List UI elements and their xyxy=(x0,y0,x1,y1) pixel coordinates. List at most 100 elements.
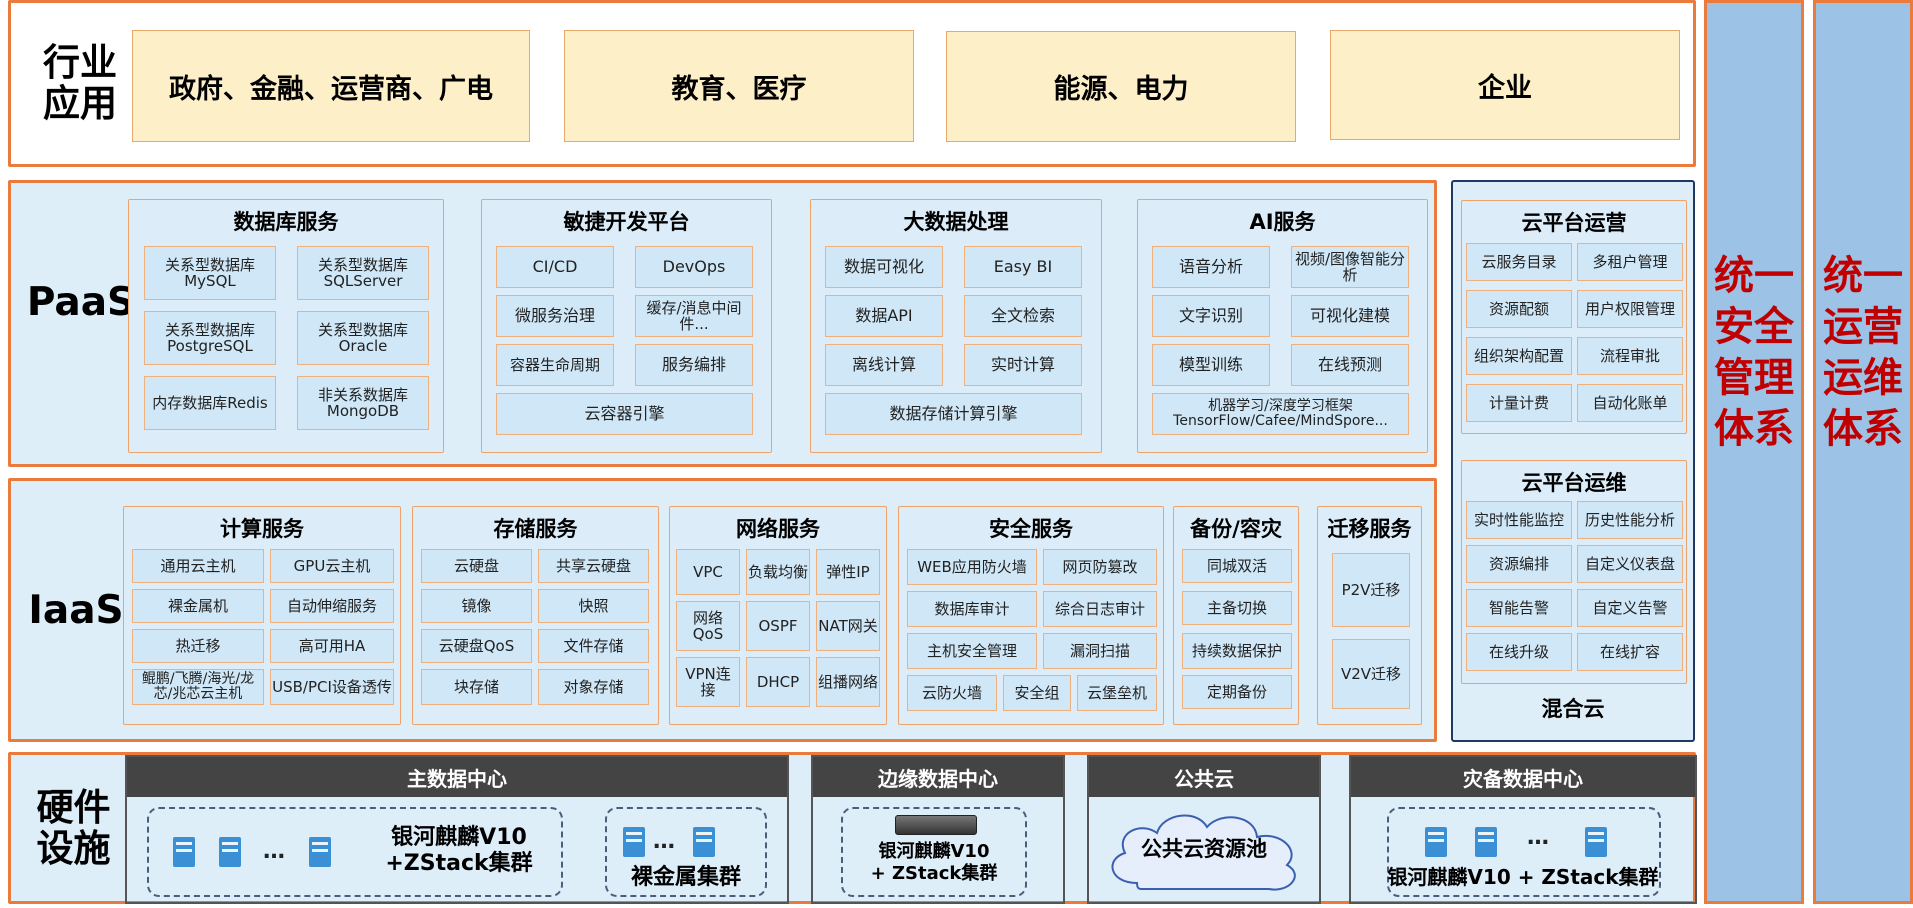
ops-multi-tenant: 多租户管理 xyxy=(1577,243,1683,281)
db-sqlserver: 关系型数据库SQLServer xyxy=(297,246,429,300)
security-system-text: 统一安全管理体系 xyxy=(1714,253,1794,452)
bigdata-api: 数据API xyxy=(825,295,943,337)
ai-training: 模型训练 xyxy=(1152,344,1270,386)
migration-v2v: V2V迁移 xyxy=(1332,639,1410,709)
ai-online-predict: 在线预测 xyxy=(1291,344,1409,386)
network-vpn: VPN连接 xyxy=(676,657,740,707)
bare-metal-cluster-text: 裸金属集群 xyxy=(630,865,741,890)
compute-domestic-cpu-vm: 鲲鹏/飞腾/海光/龙芯/兆芯云主机 xyxy=(132,669,264,705)
network-dhcp: DHCP xyxy=(746,657,810,707)
network-qos: 网络QoS xyxy=(676,601,740,651)
storage-cloud-disk: 云硬盘 xyxy=(421,549,532,583)
security-waf: WEB应用防火墙 xyxy=(907,549,1037,585)
server-icon xyxy=(1425,827,1447,857)
paas-label: PaaS xyxy=(26,280,136,326)
public-cloud-panel: 公共云 公共云资源池 xyxy=(1087,755,1321,904)
agile-platform-title: 敏捷开发平台 xyxy=(563,210,690,234)
storage-service-title: 存储服务 xyxy=(493,517,578,541)
compute-usb-pci: USB/PCI设备透传 xyxy=(270,669,394,705)
compute-general-vm: 通用云主机 xyxy=(132,549,264,583)
security-system-column: 统一安全管理体系 xyxy=(1704,0,1804,904)
ellipsis: … xyxy=(653,829,675,854)
industry-education-medical: 教育、医疗 xyxy=(564,30,914,142)
ai-service-group: AI服务 语音分析 视频/图像智能分析 文字识别 可视化建模 模型训练 在线预测… xyxy=(1137,199,1428,453)
hardware-label: 硬件 设施 xyxy=(36,785,111,870)
compute-service-group: 计算服务 通用云主机 GPU云主机 裸金属机 自动伸缩服务 热迁移 高可用HA … xyxy=(123,506,401,725)
cloud-ops-group: 云平台运营 云服务目录 多租户管理 资源配额 用户权限管理 组织架构配置 流程审… xyxy=(1461,200,1687,434)
security-service-group: 安全服务 WEB应用防火墙 网页防篡改 数据库审计 综合日志审计 主机安全管理 … xyxy=(898,506,1164,725)
agile-cicd: CI/CD xyxy=(496,246,614,288)
storage-block: 块存储 xyxy=(421,669,532,705)
edge-dc-cluster-text: 银河麒麟V10 + ZStack集群 xyxy=(870,841,998,884)
security-db-audit: 数据库审计 xyxy=(907,591,1037,627)
cloud-maint-group: 云平台运维 实时性能监控 历史性能分析 资源编排 自定义仪表盘 智能告警 自定义… xyxy=(1461,460,1687,684)
bigdata-storage-engine: 数据存储计算引擎 xyxy=(825,393,1082,435)
migration-service-group: 迁移服务 P2V迁移 V2V迁移 xyxy=(1317,506,1422,725)
backup-scheduled: 定期备份 xyxy=(1182,675,1292,709)
agile-orchestration: 服务编排 xyxy=(635,344,753,386)
industry-band: 行业 应用 政府、金融、运营商、广电 教育、医疗 能源、电力 企业 xyxy=(8,0,1696,167)
cloud-icon xyxy=(1111,814,1296,891)
maint-orchestration: 资源编排 xyxy=(1466,545,1572,583)
ai-video-image: 视频/图像智能分析 xyxy=(1291,246,1409,288)
security-vuln-scan: 漏洞扫描 xyxy=(1043,633,1157,669)
storage-object: 对象存储 xyxy=(538,669,649,705)
security-bastion: 云堡垒机 xyxy=(1077,675,1157,711)
main-dc-cluster-text: 银河麒麟V10 +ZStack集群 xyxy=(385,825,533,877)
edge-dc-cluster: 银河麒麟V10 + ZStack集群 xyxy=(841,807,1027,897)
network-service-group: 网络服务 VPC 负载均衡 弹性IP 网络QoS OSPF NAT网关 VPN连… xyxy=(669,506,887,725)
hybrid-cloud-panel: 云平台运营 云服务目录 多租户管理 资源配额 用户权限管理 组织架构配置 流程审… xyxy=(1451,180,1695,742)
ai-service-title: AI服务 xyxy=(1249,210,1316,234)
public-cloud-pool-text: 公共云资源池 xyxy=(1141,837,1267,861)
security-log-audit: 综合日志审计 xyxy=(1043,591,1157,627)
main-dc-title: 主数据中心 xyxy=(127,757,787,797)
dr-dc-title: 灾备数据中心 xyxy=(1351,757,1695,797)
db-postgresql: 关系型数据库PostgreSQL xyxy=(144,311,276,365)
ellipsis: … xyxy=(263,839,285,864)
server-icon xyxy=(1585,827,1607,857)
server-icon xyxy=(1475,827,1497,857)
storage-snapshot: 快照 xyxy=(538,589,649,623)
server-icon xyxy=(173,837,195,867)
db-redis: 内存数据库Redis xyxy=(144,376,276,430)
bigdata-group: 大数据处理 数据可视化 Easy BI 数据API 全文检索 离线计算 实时计算… xyxy=(810,199,1102,453)
agile-devops: DevOps xyxy=(635,246,753,288)
maint-custom-alert: 自定义告警 xyxy=(1577,589,1683,627)
maint-custom-dashboard: 自定义仪表盘 xyxy=(1577,545,1683,583)
ops-billing: 计量计费 xyxy=(1466,384,1572,422)
maint-realtime-monitor: 实时性能监控 xyxy=(1466,501,1572,539)
bare-metal-cluster: … 裸金属集群 xyxy=(605,807,767,897)
db-mongodb: 非关系数据库MongoDB xyxy=(297,376,429,430)
db-mysql: 关系型数据库MySQL xyxy=(144,246,276,300)
ops-approval: 流程审批 xyxy=(1577,337,1683,375)
storage-disk-qos: 云硬盘QoS xyxy=(421,629,532,663)
security-cloud-firewall: 云防火墙 xyxy=(907,675,997,711)
ops-org-structure: 组织架构配置 xyxy=(1466,337,1572,375)
main-dc-panel: 主数据中心 … 银河麒麟V10 +ZStack集群 … 裸金属集群 xyxy=(125,755,789,904)
db-oracle: 关系型数据库Oracle xyxy=(297,311,429,365)
maint-online-upgrade: 在线升级 xyxy=(1466,633,1572,671)
agile-microservice: 微服务治理 xyxy=(496,295,614,337)
compute-live-migration: 热迁移 xyxy=(132,629,264,663)
security-group: 安全组 xyxy=(1003,675,1071,711)
network-multicast: 组播网络 xyxy=(816,657,880,707)
backup-active-active: 同城双活 xyxy=(1182,549,1292,583)
dr-dc-panel: 灾备数据中心 … 银河麒麟V10 + ZStack集群 xyxy=(1349,755,1697,904)
iaas-band: IaaS 计算服务 通用云主机 GPU云主机 裸金属机 自动伸缩服务 热迁移 高… xyxy=(8,478,1437,742)
compute-bare-metal: 裸金属机 xyxy=(132,589,264,623)
server-icon xyxy=(219,837,241,867)
maint-smart-alert: 智能告警 xyxy=(1466,589,1572,627)
migration-service-title: 迁移服务 xyxy=(1327,517,1412,541)
ai-visual-modeling: 可视化建模 xyxy=(1291,295,1409,337)
backup-cdp: 持续数据保护 xyxy=(1182,633,1292,669)
dr-dc-cluster: … xyxy=(1387,807,1661,897)
ai-speech: 语音分析 xyxy=(1152,246,1270,288)
network-ospf: OSPF xyxy=(746,601,810,651)
server-icon xyxy=(623,827,645,857)
industry-energy-power: 能源、电力 xyxy=(946,31,1296,142)
industry-enterprise: 企业 xyxy=(1330,30,1680,140)
database-service-group: 数据库服务 关系型数据库MySQL 关系型数据库SQLServer 关系型数据库… xyxy=(128,199,444,453)
network-elastic-ip: 弹性IP xyxy=(816,549,880,595)
edge-dc-panel: 边缘数据中心 银河麒麟V10 + ZStack集群 xyxy=(811,755,1065,904)
maint-online-scale: 在线扩容 xyxy=(1577,633,1683,671)
